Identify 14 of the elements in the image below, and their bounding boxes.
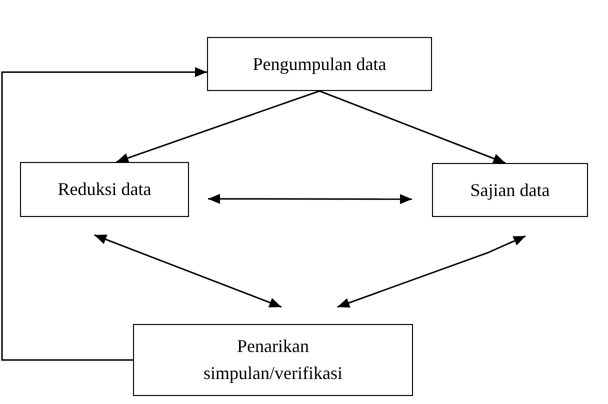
process-box (20, 162, 189, 217)
double-arrow (337, 235, 526, 308)
double-arrow (208, 194, 412, 204)
arrow (1, 67, 207, 361)
process-box (207, 37, 432, 91)
process-box (133, 324, 413, 396)
arrow (116, 90, 320, 163)
node-label: Sajian data (470, 178, 550, 202)
double-arrow (94, 234, 282, 308)
node-label: Pengumpulan data (252, 52, 386, 76)
node-label: Reduksi data (58, 178, 152, 201)
process-box (432, 163, 588, 217)
node-label: Penarikan simpulan/verifikasi (202, 335, 344, 385)
arrow (319, 90, 506, 164)
